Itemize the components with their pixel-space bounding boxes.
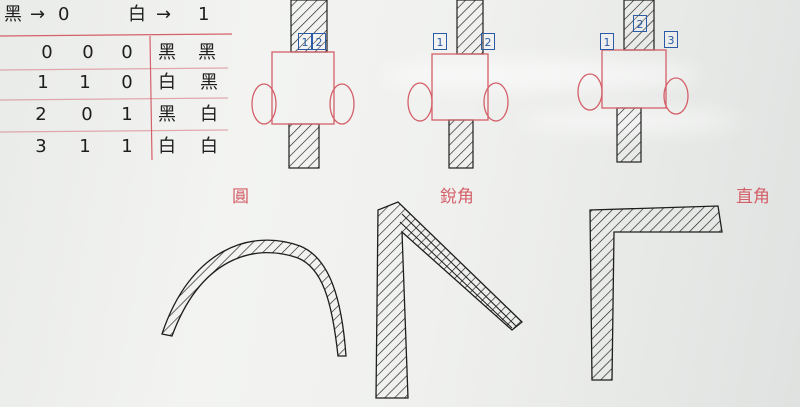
acute-angle-label: 銳角 bbox=[440, 187, 474, 207]
sensor-tag-1: 1 bbox=[433, 33, 447, 50]
robot-diagram-3 bbox=[577, 0, 689, 163]
table-cell-left: 黑 bbox=[158, 104, 176, 125]
table-cell-right: 黑 bbox=[198, 42, 216, 63]
light-glare bbox=[380, 60, 700, 90]
table-cell-right: 白 bbox=[200, 104, 218, 125]
table-grid bbox=[0, 33, 233, 161]
table-cell-left: 白 bbox=[158, 136, 176, 157]
circle-label: 圓 bbox=[232, 187, 249, 207]
sensor-tag-2: 2 bbox=[633, 15, 647, 32]
table-cell-right: 黑 bbox=[200, 72, 218, 93]
table-cell-b: 0 bbox=[121, 42, 133, 63]
table-cell-index: 3 bbox=[35, 136, 47, 157]
legend-white-value: 1 bbox=[198, 4, 210, 25]
right-angle-shape bbox=[589, 205, 723, 381]
table-cell-right: 白 bbox=[200, 136, 218, 157]
robot-diagram-2 bbox=[407, 0, 509, 169]
acute-angle-shape bbox=[375, 201, 523, 399]
table-cell-a: 1 bbox=[79, 72, 91, 93]
right-angle-label: 直角 bbox=[736, 187, 770, 207]
table-cell-left: 黑 bbox=[158, 42, 176, 63]
legend-arrow: → bbox=[156, 4, 172, 25]
legend-white-label: 白 bbox=[128, 4, 146, 25]
table-cell-left: 白 bbox=[158, 72, 176, 93]
table-cell-a: 0 bbox=[81, 104, 93, 125]
legend-arrow: → bbox=[30, 4, 46, 25]
table-cell-a: 0 bbox=[82, 42, 94, 63]
sensor-tag-1: 1 bbox=[600, 33, 614, 50]
legend-black-value: 0 bbox=[58, 4, 70, 25]
table-cell-index: 2 bbox=[35, 104, 47, 125]
sensor-tag-2: 2 bbox=[312, 33, 326, 50]
table-cell-b: 1 bbox=[121, 104, 133, 125]
arc-shape bbox=[161, 239, 347, 357]
robot-diagram-1 bbox=[251, 0, 355, 169]
sensor-tag-2: 2 bbox=[481, 33, 495, 50]
legend-black-label: 黑 bbox=[4, 4, 22, 25]
table-cell-b: 0 bbox=[121, 72, 133, 93]
table-cell-b: 1 bbox=[121, 136, 133, 157]
sensor-tag-1: 1 bbox=[298, 33, 312, 50]
table-cell-a: 1 bbox=[79, 136, 91, 157]
sensor-tag-3: 3 bbox=[664, 31, 678, 48]
table-cell-index: 1 bbox=[37, 72, 49, 93]
table-cell-index: 0 bbox=[41, 42, 53, 63]
